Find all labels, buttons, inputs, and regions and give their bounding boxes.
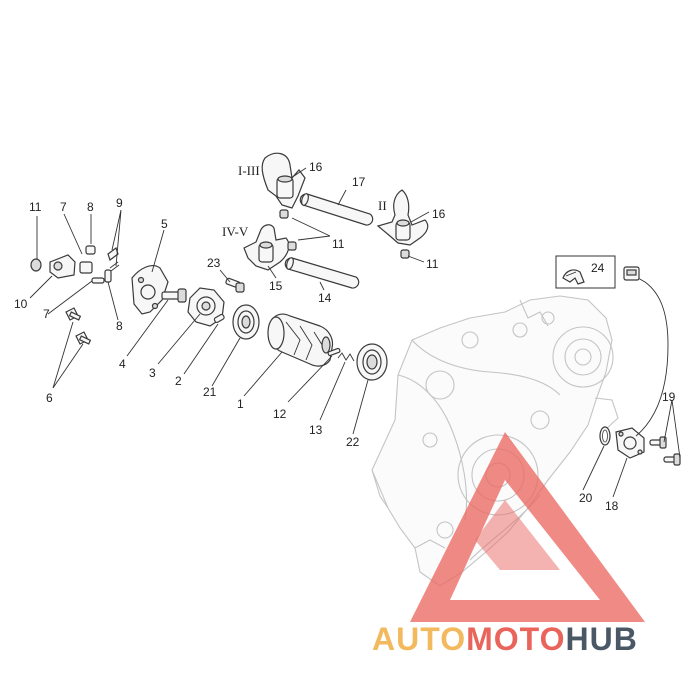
screw-19-lower [663,453,681,466]
pin-11-a [279,209,289,219]
index-star-3 [187,287,225,327]
selector-plate-5 [131,265,169,315]
label-20: 20 [579,491,593,505]
label-7-bottom: 7 [43,307,50,321]
screw-19-upper [649,436,667,449]
fork-shaft-lower [284,257,360,289]
label-8-bottom: 8 [116,319,123,333]
pin-12 [327,347,341,357]
label-8-top: 8 [87,200,94,214]
shift-fork-iv-v [243,224,290,271]
pin-11-c [400,249,410,259]
o-ring-20 [599,426,611,446]
spacer-8-top [85,245,96,255]
label-2: 2 [175,374,182,388]
bearing-21 [232,304,260,340]
cable-clip-box-24 [555,255,616,289]
label-11-middle: 11 [332,237,345,251]
label-3: 3 [149,366,156,380]
label-11-left: 11 [29,200,42,214]
bush-11-left [30,258,42,272]
label-16-right: 16 [432,207,446,221]
label-14: 14 [318,291,332,305]
shift-fork-i-iii [261,152,306,209]
watermark-auto: AUTO [372,621,466,657]
label-13: 13 [309,423,323,437]
label-17: 17 [352,175,366,189]
label-23: 23 [207,256,221,270]
label-1: 1 [237,397,244,411]
watermark-logo: AUTOMOTOHUB [372,432,645,657]
gear-mark-ii: II [378,198,387,213]
gear-mark-iv-v: IV-V [222,224,249,239]
leader-lines [29,167,681,498]
spring-13 [337,352,355,362]
label-4: 4 [119,357,126,371]
label-11-right: 11 [426,257,439,271]
fork-shaft-upper [299,193,374,226]
label-6: 6 [46,391,53,405]
label-21: 21 [203,385,217,399]
pin-7-lower [91,277,105,284]
selector-lever-10 [49,254,76,279]
watermark-moto: MOTO [466,621,565,657]
label-22: 22 [346,435,360,449]
label-7-top: 7 [60,200,67,214]
screw-4 [161,288,187,303]
part-number-labels: 11 7 8 9 5 10 7 8 6 4 3 2 21 1 12 13 22 … [14,160,676,513]
label-10: 10 [14,297,28,311]
label-18: 18 [605,499,619,513]
shift-fork-ii [376,189,429,246]
label-9: 9 [116,196,123,210]
label-19: 19 [662,390,676,404]
bolt-6-lower [75,331,92,345]
label-5: 5 [161,217,168,231]
bolt-6-upper [65,307,82,321]
selector-drum-1 [267,313,334,367]
engine-crankcase [371,295,619,587]
label-16-left: 16 [309,160,323,174]
sensor-cable [635,277,669,437]
block-7 [79,261,93,274]
svg-text:AUTOMOTOHUB: AUTOMOTOHUB [372,621,638,657]
gear-mark-i-iii: I-III [238,163,260,178]
watermark-hub: HUB [565,621,637,657]
bearing-22 [356,343,388,381]
label-12: 12 [273,407,287,421]
label-15: 15 [269,279,283,293]
pin-2 [213,313,225,323]
label-24: 24 [591,261,605,275]
pin-11-b [287,241,297,251]
pin-8-lower [104,269,112,283]
sensor-connector [623,266,640,281]
